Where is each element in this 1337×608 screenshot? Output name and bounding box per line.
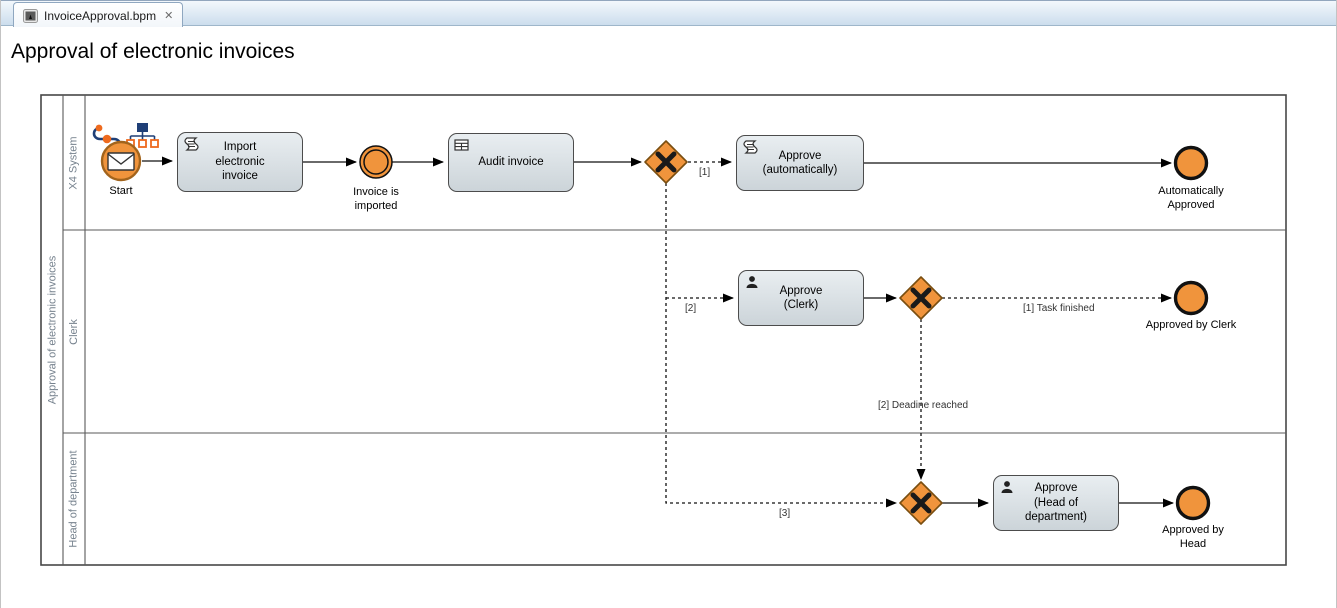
task-import-label: Import electronic invoice: [215, 141, 265, 183]
sequence-flows[interactable]: [142, 156, 1174, 508]
table-task-icon: [454, 139, 469, 151]
end-auto-label: Automatically Approved: [1158, 185, 1224, 211]
flow-label-2: [2]: [685, 303, 697, 314]
task-approve-clerk-label: Approve (Clerk): [779, 284, 823, 311]
user-task-icon: [746, 276, 758, 288]
org-chart-icon: [126, 123, 159, 148]
lane-head-of-department-label: Head of department: [68, 450, 81, 548]
task-approve-auto-label: Approve (automatically): [762, 149, 838, 176]
start-event-label: Start: [109, 185, 133, 197]
intermediate-event-invoice-imported[interactable]: [359, 145, 393, 179]
lane-head-of-department[interactable]: Head of department: [63, 433, 85, 565]
pool-label-band[interactable]: Approval of electronic invoices: [41, 95, 63, 565]
tab-close-icon[interactable]: ✕: [164, 10, 174, 22]
task-approve-head-label: Approve (Head of department): [1024, 482, 1087, 524]
end-event-approved-by-clerk[interactable]: [1173, 280, 1209, 316]
start-event[interactable]: [100, 140, 142, 182]
end-head-label: Approved by Head: [1162, 524, 1224, 550]
end-event-approved-by-head[interactable]: [1175, 485, 1211, 521]
flow-label-task-finished: [1] Task finished: [1023, 303, 1095, 314]
flow-label-deadline-reached: [2] Deadine reached: [878, 400, 969, 411]
task-audit-label: Audit invoice: [478, 156, 544, 169]
bpm-file-icon: [23, 8, 38, 23]
pool-frame[interactable]: [40, 94, 1287, 566]
flow-label-1: [1]: [699, 167, 711, 178]
diagram-canvas[interactable]: Approval of electronic invoices: [1, 27, 1336, 608]
xor-gateway-1[interactable]: [644, 140, 688, 184]
task-approve-head[interactable]: Approve (Head of department): [993, 475, 1119, 531]
task-approve-automatically[interactable]: Approve (automatically): [736, 135, 864, 191]
lane-clerk[interactable]: Clerk: [63, 230, 85, 433]
intermediate-event-label: Invoice is imported: [353, 186, 399, 212]
task-import-electronic-invoice[interactable]: Import electronic invoice: [177, 132, 303, 192]
lane-clerk-label: Clerk: [68, 318, 81, 345]
user-task-icon: [1001, 481, 1013, 493]
lane-x4-system[interactable]: X4 System: [63, 95, 85, 230]
pool-label: Approval of electronic invoices: [46, 255, 59, 405]
end-clerk-label: Approved by Clerk: [1145, 319, 1237, 331]
diagram-title: Approval of electronic invoices: [11, 40, 295, 63]
editor-tab-bar: InvoiceApproval.bpm ✕: [1, 0, 1336, 28]
end-event-automatically-approved[interactable]: [1173, 145, 1209, 181]
xor-gateway-2[interactable]: [899, 276, 943, 320]
flow-label-3: [3]: [779, 508, 791, 519]
task-audit-invoice[interactable]: Audit invoice: [448, 133, 574, 192]
flow-gateway1-to-gateway3[interactable]: [665, 183, 897, 508]
tab-title: InvoiceApproval.bpm: [44, 8, 157, 23]
lane-x4-system-label: X4 System: [68, 135, 80, 190]
task-approve-clerk[interactable]: Approve (Clerk): [738, 270, 864, 326]
xor-gateway-3[interactable]: [899, 481, 943, 525]
editor-tab-invoiceapproval[interactable]: InvoiceApproval.bpm ✕: [13, 2, 184, 28]
script-task-icon: [184, 137, 199, 151]
script-task-icon: [743, 140, 758, 154]
diagram-shapes: [40, 94, 1287, 566]
